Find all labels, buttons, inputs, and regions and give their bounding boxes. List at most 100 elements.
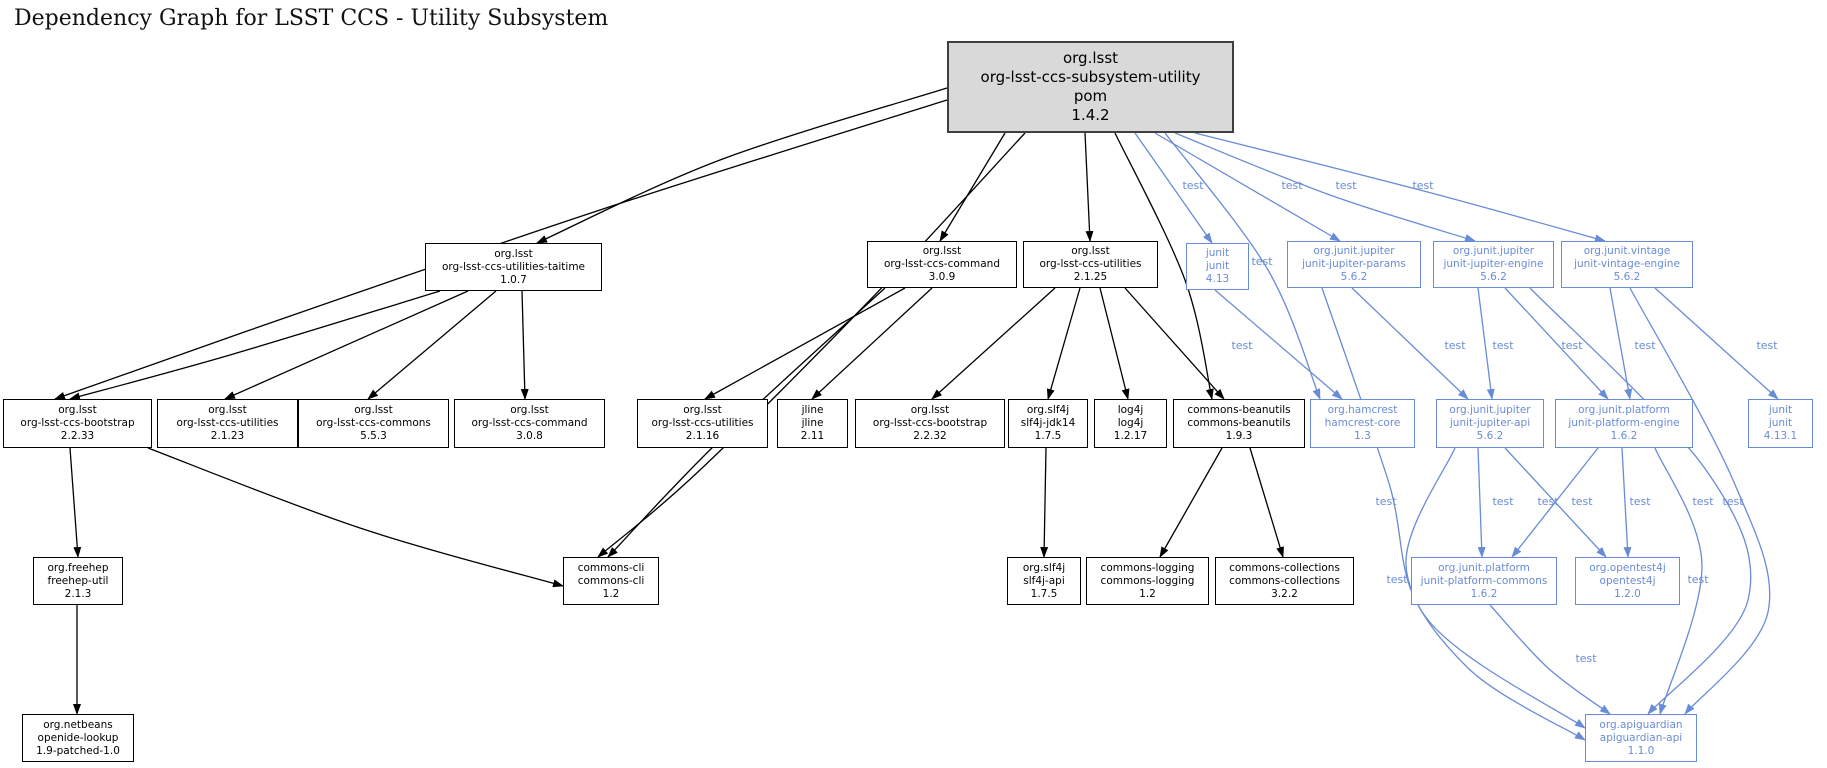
node-label-line: org.junit.vintage xyxy=(1583,245,1671,257)
node-label-line: 1.1.0 xyxy=(1627,744,1655,757)
edge-subsystem-utility-to-commons-beanutils xyxy=(1114,132,1214,400)
node-label-line: org-lsst-ccs-subsystem-utility xyxy=(980,68,1201,86)
node-label-line: 1.9-patched-1.0 xyxy=(36,744,120,757)
node-label-line: org.lsst xyxy=(910,404,950,416)
node-label-line: hamcrest-core xyxy=(1324,417,1401,429)
node-label-line: junit-vintage-engine xyxy=(1574,258,1680,270)
node-label-line: 1.3 xyxy=(1354,430,1371,442)
node-label-line: junit xyxy=(1768,404,1793,416)
edge-scope-label: test xyxy=(1492,339,1514,352)
edge-utilities-2-1-25-to-log4j xyxy=(1099,287,1130,400)
node-label-line: jline xyxy=(801,417,824,429)
edge-scope-label: test xyxy=(1386,573,1408,586)
node-label-line: org.junit.jupiter xyxy=(1449,404,1531,416)
node-label-line: org-lsst-ccs-utilities xyxy=(176,417,279,429)
edge-scope-label: test xyxy=(1561,339,1583,352)
node-label-line: slf4j-jdk14 xyxy=(1020,417,1076,429)
node-label-line: org-lsst-ccs-command xyxy=(471,417,588,429)
node-label-line: commons-cli xyxy=(577,561,645,574)
node-label-line: commons-logging xyxy=(1100,561,1195,574)
node-label-line: org-lsst-ccs-utilities xyxy=(1039,258,1142,270)
node-label-line: commons-cli xyxy=(577,574,645,587)
node-label-line: junit xyxy=(1205,247,1230,259)
edge-vintage-engine-to-apiguardian-api xyxy=(1629,287,1771,715)
edge-scope-label: test xyxy=(1756,339,1778,352)
node-label-line: 1.0.7 xyxy=(500,273,527,286)
edge-commons-beanutils-to-commons-logging xyxy=(1159,447,1223,558)
edge-subsystem-utility-to-jupiter-params xyxy=(1154,132,1341,242)
node-label-line: apiguardian-api xyxy=(1599,731,1683,744)
node-label-line: junit-jupiter-api xyxy=(1449,417,1531,429)
edge-scope-label: test xyxy=(1634,339,1656,352)
node-label-line: junit-platform-engine xyxy=(1568,417,1680,429)
node-label-line: org.slf4j xyxy=(1022,561,1066,574)
node-label-line: 5.6.2 xyxy=(1480,271,1507,283)
edge-utilities-2-1-25-to-commons-beanutils xyxy=(1124,287,1225,400)
node-label-line: junit-jupiter-params xyxy=(1302,258,1406,270)
edge-scope-label: test xyxy=(1251,255,1273,268)
node-label-line: 1.7.5 xyxy=(1030,587,1058,600)
edge-jupiter-params-to-jupiter-api xyxy=(1351,287,1469,400)
node-label-line: commons-collections xyxy=(1229,574,1340,587)
node-label-line: org.junit.platform xyxy=(1438,561,1530,574)
node-label-line: org-lsst-ccs-bootstrap xyxy=(872,417,988,429)
node-label-line: org.hamcrest xyxy=(1327,404,1398,416)
node-label-line: org-lsst-ccs-utilities xyxy=(651,417,754,429)
node-label-line: 2.2.33 xyxy=(60,430,95,442)
node-label-line: jline xyxy=(801,404,824,416)
edge-slf4j-jdk14-to-slf4j-api xyxy=(1040,447,1049,558)
edge-jupiter-params-to-apiguardian-api xyxy=(1321,287,1586,729)
node-label-line: org.lsst xyxy=(1062,49,1119,67)
edge-jupiter-engine-to-platform-engine xyxy=(1504,287,1609,400)
node-label-line: junit-platform-commons xyxy=(1420,574,1548,587)
node-label-line: org.lsst xyxy=(354,404,393,416)
node-label-line: org-lsst-ccs-command xyxy=(884,258,1000,270)
edge-subsystem-utility-to-commons-cli xyxy=(597,132,1026,558)
edge-command-3-0-9-to-utilities-2-1-16 xyxy=(704,287,906,400)
edge-jupiter-engine-to-apiguardian-api xyxy=(1529,287,1752,715)
node-label-line: log4j xyxy=(1117,404,1144,416)
node-label-line: 4.13.1 xyxy=(1763,430,1798,442)
node-label-line: 1.4.2 xyxy=(1071,106,1110,124)
edge-utilities-2-1-25-to-slf4j-jdk14 xyxy=(1046,287,1081,400)
node-label-line: org.lsst xyxy=(494,247,533,260)
node-label-line: org.apiguardian xyxy=(1599,718,1683,731)
node-label-line: 3.2.2 xyxy=(1271,587,1298,600)
edge-jupiter-api-to-platform-commons xyxy=(1477,447,1486,558)
edge-command-3-0-9-to-jline xyxy=(811,287,933,400)
node-label-line: org.slf4j xyxy=(1026,404,1070,416)
node-label-line: org.junit.jupiter xyxy=(1313,245,1395,257)
node-label-line: org.lsst xyxy=(1071,245,1110,257)
edge-bootstrap-2-2-33-to-freehep-util xyxy=(69,447,82,558)
edge-scope-label: test xyxy=(1182,179,1204,192)
node-label-line: 1.2 xyxy=(602,587,620,600)
edge-jupiter-engine-to-jupiter-api xyxy=(1477,287,1495,400)
node-label-line: 5.6.2 xyxy=(1476,430,1504,442)
node-label-line: org-lsst-ccs-commons xyxy=(316,417,431,429)
node-label-line: 3.0.9 xyxy=(928,271,956,283)
node-label-line: openide-lookup xyxy=(37,731,119,744)
edge-platform-engine-to-opentest4j xyxy=(1621,447,1632,558)
node-label-line: org.freehep xyxy=(47,561,109,574)
edge-platform-engine-to-apiguardian-api xyxy=(1654,447,1703,715)
edge-utilities-taitime-to-bootstrap-2-2-33 xyxy=(69,290,441,401)
node-label-line: 1.9.3 xyxy=(1225,430,1253,442)
node-label-line: junit-jupiter-engine xyxy=(1443,258,1544,270)
